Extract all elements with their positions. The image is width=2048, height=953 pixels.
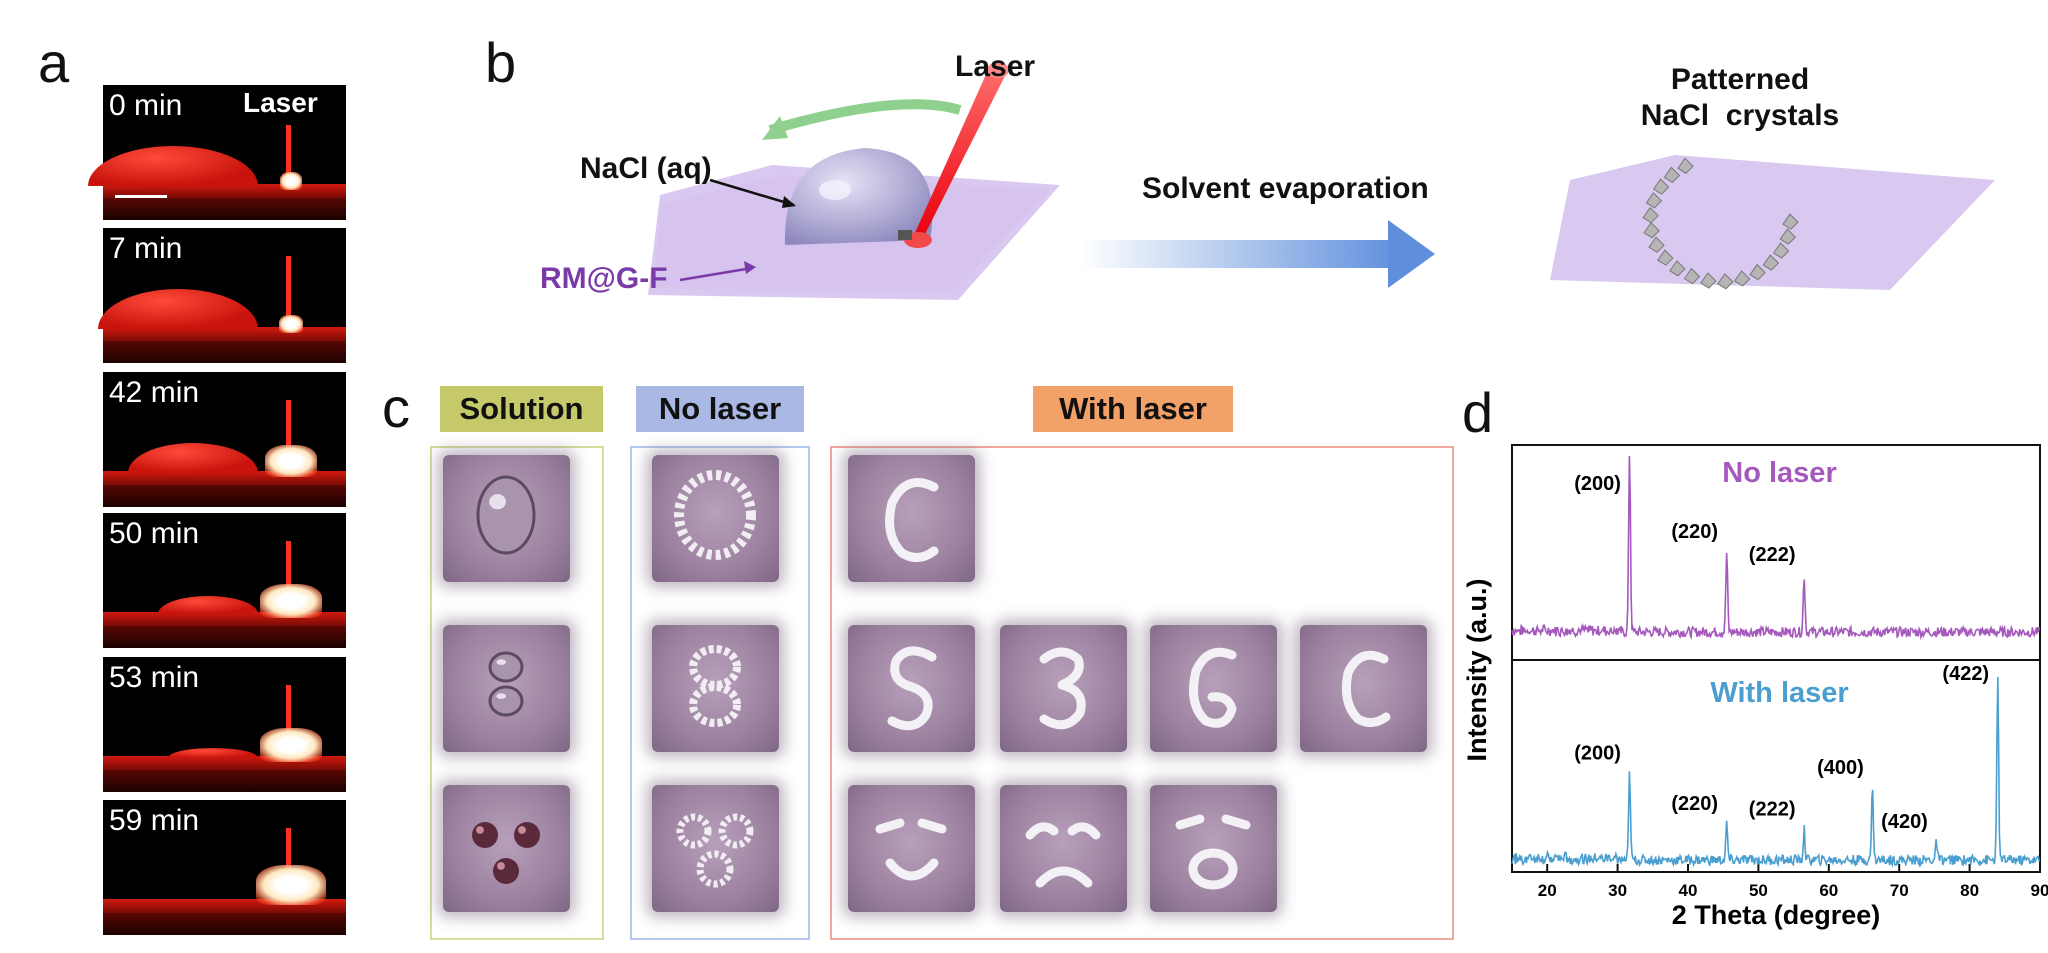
nacl-crystal [1652,178,1670,195]
sample-tile-sol-face [443,785,570,912]
nacl-crystal [1779,228,1796,245]
sample-tile-nl-face [652,785,779,912]
frame-time-label: 0 min [109,89,183,122]
series-name-1: With laser [1710,677,1848,709]
nacl-crystal [1645,192,1663,209]
nacl-crystal [1677,157,1694,174]
nacl-crystal [1782,213,1799,230]
sample-tile-sad [1000,785,1127,912]
x-tick-label: 60 [1819,881,1838,900]
droplet [784,148,933,245]
nacl-crystal [1648,236,1665,253]
header-no-laser: No laser [636,386,804,432]
sample-tile-nl-8 [652,625,779,752]
header-with-laser: With laser [1033,386,1233,432]
frame-0-min: 0 min Laser [88,85,346,220]
frame-time-label: 53 min [109,661,200,694]
peak-label: (220) [1671,793,1718,815]
sample-tile-3 [1000,625,1127,752]
frame-time-label: 42 min [109,376,200,409]
sample-tile-surprised [1150,785,1277,912]
product-label-line2: NaCl crystals [1640,99,1840,132]
nacl-crystal [1643,221,1660,239]
panel-label-d: d [1462,381,1494,444]
series-line-1 [1511,676,2040,868]
substrate-label: RM@G-F [540,262,668,295]
sample-tile-sol-8 [443,625,570,752]
frame-50-min: 50 min [103,513,346,648]
substrate-right [1550,155,1995,290]
laser-label-a: Laser [243,87,318,118]
nacl-crystal [1749,263,1766,281]
series-line-0 [1511,455,2040,641]
group-with-laser [830,446,1454,940]
peak-label: (220) [1671,521,1718,543]
process-label: Solvent evaporation [1142,172,1429,205]
sample-tile-g [1150,625,1277,752]
nacl-crystal [1733,270,1751,287]
laser-beam [914,70,1008,240]
scale-bar [115,195,167,198]
series-name-0: No laser [1722,457,1836,489]
frame-53-min: 53 min [103,657,346,792]
group-no-laser [630,446,810,940]
schematic-b [648,62,1995,300]
panel-label-c: c [382,376,410,439]
sample-tile-sol-o [443,455,570,582]
peak-label: (422) [1942,663,1989,685]
nacl-crystal [1700,272,1717,289]
frame-time-label: 59 min [109,804,200,837]
x-tick-label: 80 [1960,881,1979,900]
product-label-line1: Patterned [1670,63,1810,96]
frame-42-min: 42 min [103,372,346,507]
nacl-crystal [1657,249,1674,266]
x-tick-label: 70 [1890,881,1909,900]
panel-label-b: b [485,31,517,94]
peak-label: (420) [1881,811,1928,833]
peak-label: (200) [1574,743,1621,765]
frame-7-min: 7 min [98,228,346,363]
x-axis-label: 2 Theta (degree) [1672,900,1881,930]
frame-time-label: 7 min [109,232,183,265]
product-label: Patterned NaCl crystals [1640,62,1840,134]
sample-tile-s [848,625,975,752]
xrd-chart: 20 30 40 50 60 70 80 90 2 Theta (degree) Intensit… [1462,444,2048,930]
frame-59-min: 59 min [103,800,346,935]
sample-tile-smile [848,785,975,912]
nacl-crystal [1642,206,1659,224]
group-solution [430,446,604,940]
peak-label: (400) [1817,757,1864,779]
x-tick-label: 20 [1538,881,1557,900]
nacl-crystal [1663,166,1681,184]
x-tick-label: 50 [1749,881,1768,900]
nacl-crystal [1683,267,1701,285]
x-tick-label: 30 [1608,881,1627,900]
nacl-crystal [1669,260,1686,277]
nacl-crystal [1717,273,1734,290]
panel-label-a: a [38,31,70,94]
header-solution: Solution [440,386,603,432]
solution-label: NaCl (aq) [580,152,712,185]
y-axis-label: Intensity (a.u.) [1462,578,1492,761]
peak-label: (222) [1749,798,1796,820]
laser-label-b: Laser [955,50,1036,83]
plot-frame [1511,444,2041,873]
x-tick-label: 40 [1679,881,1698,900]
x-tick-label: 90 [2031,881,2048,900]
nacl-crystal [1762,254,1780,271]
nacl-crystal [1772,242,1790,259]
sample-tile-c [848,455,975,582]
peak-label: (200) [1574,473,1621,495]
frame-time-label: 50 min [109,517,200,550]
process-arrow [1080,240,1400,268]
sample-tile-nl-o [652,455,779,582]
peak-label: (222) [1749,544,1796,566]
sample-tile-c2 [1300,625,1427,752]
